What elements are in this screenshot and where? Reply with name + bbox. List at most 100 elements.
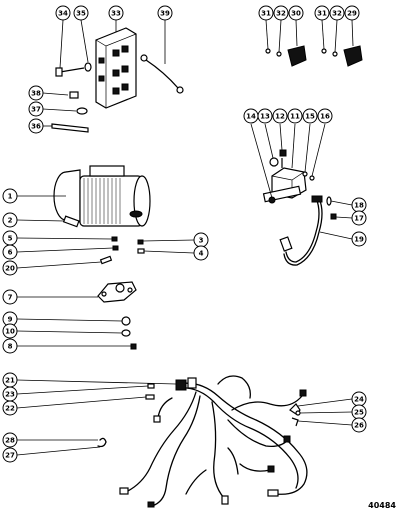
callout-11: 11: [287, 108, 303, 124]
callout-circle: [2, 212, 18, 228]
wiring-harness: [16, 375, 353, 508]
callout-5: 5: [2, 230, 18, 246]
callout-36: 36: [28, 118, 44, 134]
callout-number: 38: [31, 90, 41, 98]
callout-circle: [2, 188, 18, 204]
callout-number: 34: [58, 10, 68, 18]
callout-circle: [351, 210, 367, 226]
callout-number: 15: [305, 113, 315, 121]
callout-circle: [257, 108, 273, 124]
callout-circle: [317, 108, 333, 124]
callout-circle: [344, 5, 360, 21]
callout-circle: [272, 108, 288, 124]
callout-number: 18: [354, 202, 364, 210]
solenoid-assembly: [250, 123, 353, 266]
callout-25: 25: [351, 404, 367, 420]
callout-19: 19: [351, 231, 367, 247]
callout-circle: [258, 5, 274, 21]
drawing-reference-number: 40484: [368, 501, 396, 510]
callout-circle: [157, 5, 173, 21]
callout-13: 13: [257, 108, 273, 124]
callout-number: 9: [8, 316, 13, 324]
callout-number: 29: [347, 10, 357, 18]
callout-32: 32: [329, 5, 345, 21]
callout-1: 1: [2, 188, 18, 204]
callout-2: 2: [2, 212, 18, 228]
callout-circle: [302, 108, 318, 124]
callout-number: 22: [5, 405, 15, 413]
callout-number: 5: [8, 235, 13, 243]
callout-number: 10: [5, 328, 15, 336]
callout-circle: [329, 5, 345, 21]
callout-16: 16: [317, 108, 333, 124]
callout-number: 25: [354, 409, 364, 417]
callout-circle: [2, 338, 18, 354]
callout-number: 2: [8, 217, 13, 225]
callout-circle: [28, 118, 44, 134]
callout-circle: [108, 5, 124, 21]
callout-circle: [2, 432, 18, 448]
callout-number: 31: [317, 10, 327, 18]
callout-7: 7: [2, 289, 18, 305]
callout-number: 1: [8, 193, 13, 201]
callout-circle: [273, 5, 289, 21]
callout-4: 4: [193, 245, 209, 261]
callout-31: 31: [314, 5, 330, 21]
callout-31: 31: [258, 5, 274, 21]
callout-38: 38: [28, 85, 44, 101]
callout-number: 13: [260, 113, 270, 121]
callout-33: 33: [108, 5, 124, 21]
callout-39: 39: [157, 5, 173, 21]
callout-number: 3: [199, 237, 204, 245]
callout-6: 6: [2, 244, 18, 260]
callout-number: 37: [31, 106, 41, 114]
callout-number: 28: [5, 437, 15, 445]
terminal-block-pair: [265, 19, 363, 67]
callout-number: 14: [246, 113, 256, 121]
callout-number: 6: [8, 249, 13, 257]
starter-motor-group: [16, 165, 195, 350]
callout-number: 32: [276, 10, 286, 18]
callout-number: 32: [332, 10, 342, 18]
callout-27: 27: [2, 447, 18, 463]
callout-circle: [73, 5, 89, 21]
callout-number: 24: [354, 396, 364, 404]
callout-8: 8: [2, 338, 18, 354]
callout-circle: [2, 400, 18, 416]
callout-34: 34: [55, 5, 71, 21]
callout-35: 35: [73, 5, 89, 21]
callout-17: 17: [351, 210, 367, 226]
callout-number: 36: [31, 123, 41, 131]
callout-number: 7: [8, 294, 13, 302]
callout-number: 23: [5, 391, 15, 399]
callout-3: 3: [193, 232, 209, 248]
callout-circle: [2, 244, 18, 260]
callout-number: 33: [111, 10, 121, 18]
callout-26: 26: [351, 417, 367, 433]
callout-24: 24: [351, 391, 367, 407]
callout-circle: [314, 5, 330, 21]
callout-15: 15: [302, 108, 318, 124]
callout-number: 35: [76, 10, 86, 18]
callout-circle: [287, 108, 303, 124]
callout-number: 4: [199, 250, 204, 258]
callout-circle: [2, 289, 18, 305]
callout-number: 16: [320, 113, 330, 121]
callout-32: 32: [273, 5, 289, 21]
callout-number: 27: [5, 452, 15, 460]
callout-14: 14: [243, 108, 259, 124]
callout-number: 39: [160, 10, 170, 18]
callout-18: 18: [351, 197, 367, 213]
callout-circle: [351, 231, 367, 247]
callout-circle: [55, 5, 71, 21]
callout-20: 20: [2, 260, 18, 276]
callout-29: 29: [344, 5, 360, 21]
callout-37: 37: [28, 101, 44, 117]
callout-circle: [288, 5, 304, 21]
callout-circle: [2, 447, 18, 463]
callout-10: 10: [2, 323, 18, 339]
callout-23: 23: [2, 386, 18, 402]
callout-circle: [28, 101, 44, 117]
